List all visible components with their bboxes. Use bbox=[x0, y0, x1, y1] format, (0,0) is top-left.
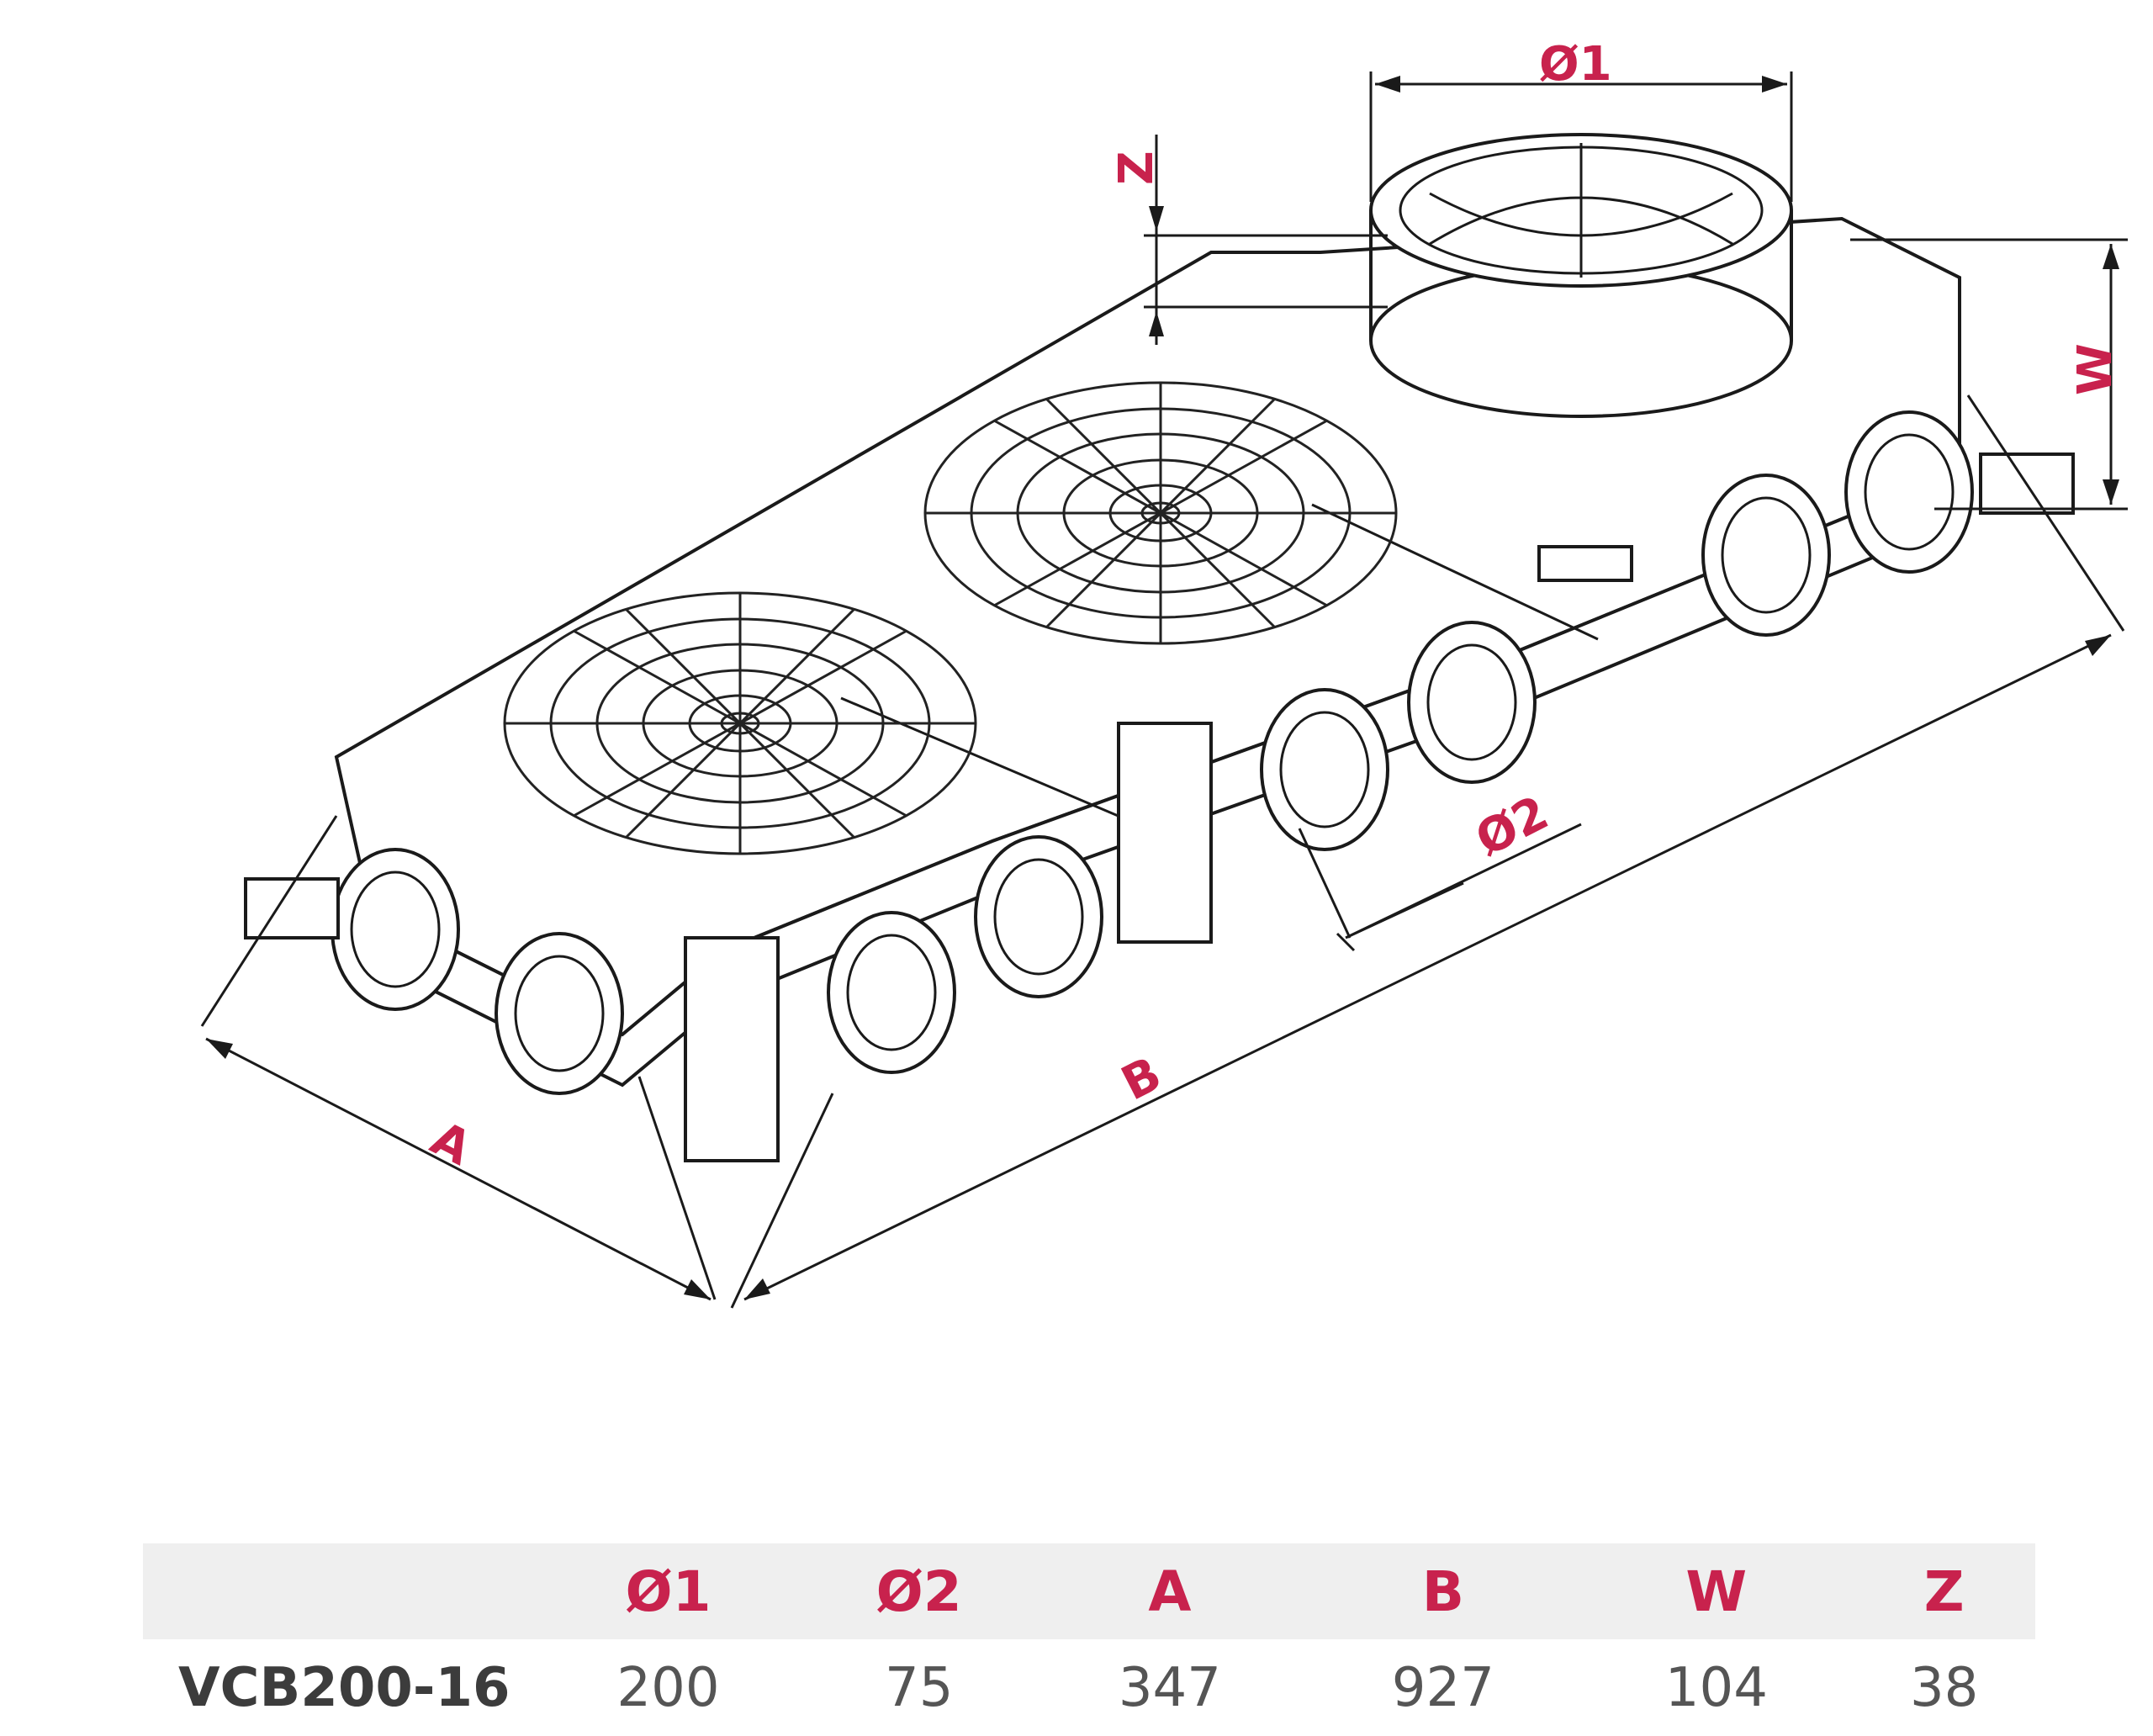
header-w: W bbox=[1579, 1543, 1854, 1639]
plenum-box-drawing: Ø1 Z W Ø2 A B bbox=[200, 37, 2128, 1309]
label-b: B bbox=[1114, 1046, 1171, 1111]
header-z: Z bbox=[1853, 1543, 2035, 1639]
value-d2: 75 bbox=[884, 1656, 954, 1719]
header-model bbox=[143, 1543, 532, 1639]
mounting-brackets bbox=[244, 453, 2075, 1162]
table-header-row: Ø1 Ø2 A B W Z bbox=[143, 1543, 2035, 1639]
label-d1: Ø1 bbox=[1539, 37, 1612, 92]
value-d1: 200 bbox=[616, 1656, 720, 1719]
label-d2: Ø2 bbox=[1468, 786, 1558, 867]
header-d2: Ø2 bbox=[804, 1543, 1034, 1639]
label-a: A bbox=[422, 1111, 480, 1177]
value-b: 927 bbox=[1391, 1656, 1494, 1719]
model-name: VCB200-16 bbox=[178, 1656, 510, 1719]
main-spigot bbox=[1369, 133, 1793, 418]
label-z: Z bbox=[1109, 151, 1164, 185]
grille-left bbox=[503, 591, 977, 855]
outlet-spigots bbox=[331, 410, 1974, 1095]
value-w: 104 bbox=[1664, 1656, 1768, 1719]
header-d1: Ø1 bbox=[532, 1543, 805, 1639]
grille-middle bbox=[923, 381, 1398, 645]
value-z: 38 bbox=[1909, 1656, 1979, 1719]
value-a: 347 bbox=[1118, 1656, 1221, 1719]
dimension-lines bbox=[200, 71, 2128, 1309]
table-row: VCB200-16 200 75 347 927 104 38 bbox=[143, 1639, 2035, 1736]
label-w: W bbox=[2068, 343, 2123, 395]
header-a: A bbox=[1033, 1543, 1307, 1639]
dimension-table: Ø1 Ø2 A B W Z VCB200-16 200 75 347 927 1… bbox=[143, 1543, 2035, 1736]
header-b: B bbox=[1306, 1543, 1580, 1639]
